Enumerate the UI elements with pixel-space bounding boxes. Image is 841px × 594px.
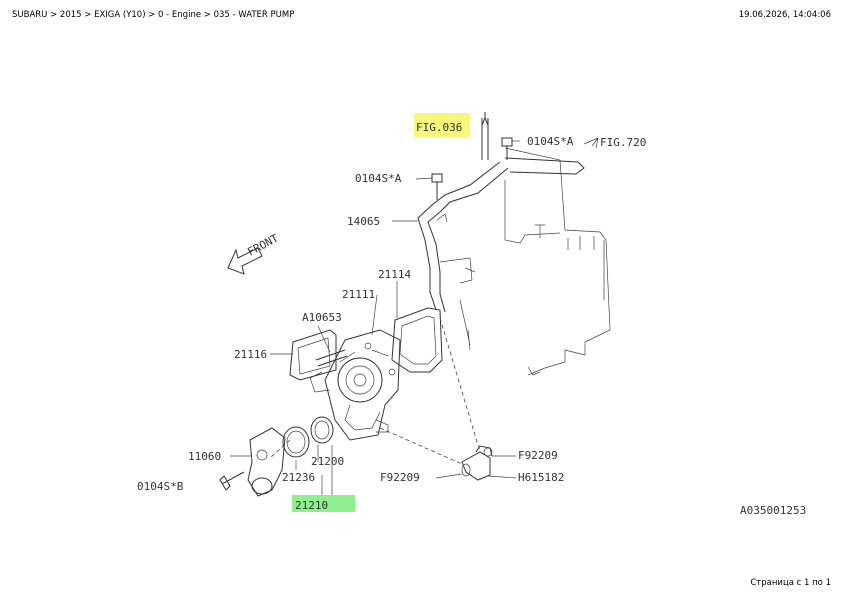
callout-0104s-a-top[interactable]: 0104S*A [527,135,574,148]
callout-f92209-left[interactable]: F92209 [380,471,420,484]
callout-21236[interactable]: 21236 [282,471,315,484]
callout-21210[interactable]: 21210 [295,499,328,512]
gasket-21116 [289,329,337,381]
callout-0104s-b[interactable]: 0104S*B [137,480,184,493]
leader-lines [230,137,599,495]
callout-21116[interactable]: 21116 [234,348,267,361]
callout-11060[interactable]: 11060 [188,450,221,463]
print-timestamp: 19.06.2026, 14:04:06 [738,10,831,20]
hose-lower [461,445,493,481]
bolt-0104s-b [219,471,245,491]
page-counter: Страница с 1 по 1 [750,578,831,588]
guide-line [379,427,463,465]
callout-h615182[interactable]: H615182 [518,471,564,484]
hose-14065 [417,112,585,313]
bolt-0104s-a-top [501,137,513,160]
diagram-code: A035001253 [740,504,806,517]
callout-a10653[interactable]: A10653 [302,311,342,324]
fig036-highlight [414,113,470,137]
bolt-0104s-a-left [431,173,443,200]
callout-21200[interactable]: 21200 [311,455,344,468]
gasket-21236 [282,426,310,458]
front-label: FRONT [245,231,281,258]
callout-0104s-a-left[interactable]: 0104S*A [355,172,402,185]
front-arrow: FRONT [227,231,281,275]
water-pump-21111 [309,329,401,441]
guide-line [269,439,291,459]
part-21210-highlight [292,495,355,512]
guide-line [439,317,481,453]
callout-21114[interactable]: 21114 [378,268,411,281]
thermostat-21200 [310,416,334,444]
callout-14065[interactable]: 14065 [347,215,380,228]
breadcrumb: SUBARU > 2015 > EXIGA (Y10) > 0 - Engine… [12,10,295,20]
callout-fig720[interactable]: FIG.720 [600,136,646,149]
engine-block-outline [439,147,611,376]
thermostat-cover-11060 [247,427,286,497]
stud-a10653 [315,349,348,367]
callout-fig036[interactable]: FIG.036 [416,121,462,134]
callout-f92209-right[interactable]: F92209 [518,449,558,462]
callout-21111[interactable]: 21111 [342,288,375,301]
gasket-21114 [391,307,443,373]
